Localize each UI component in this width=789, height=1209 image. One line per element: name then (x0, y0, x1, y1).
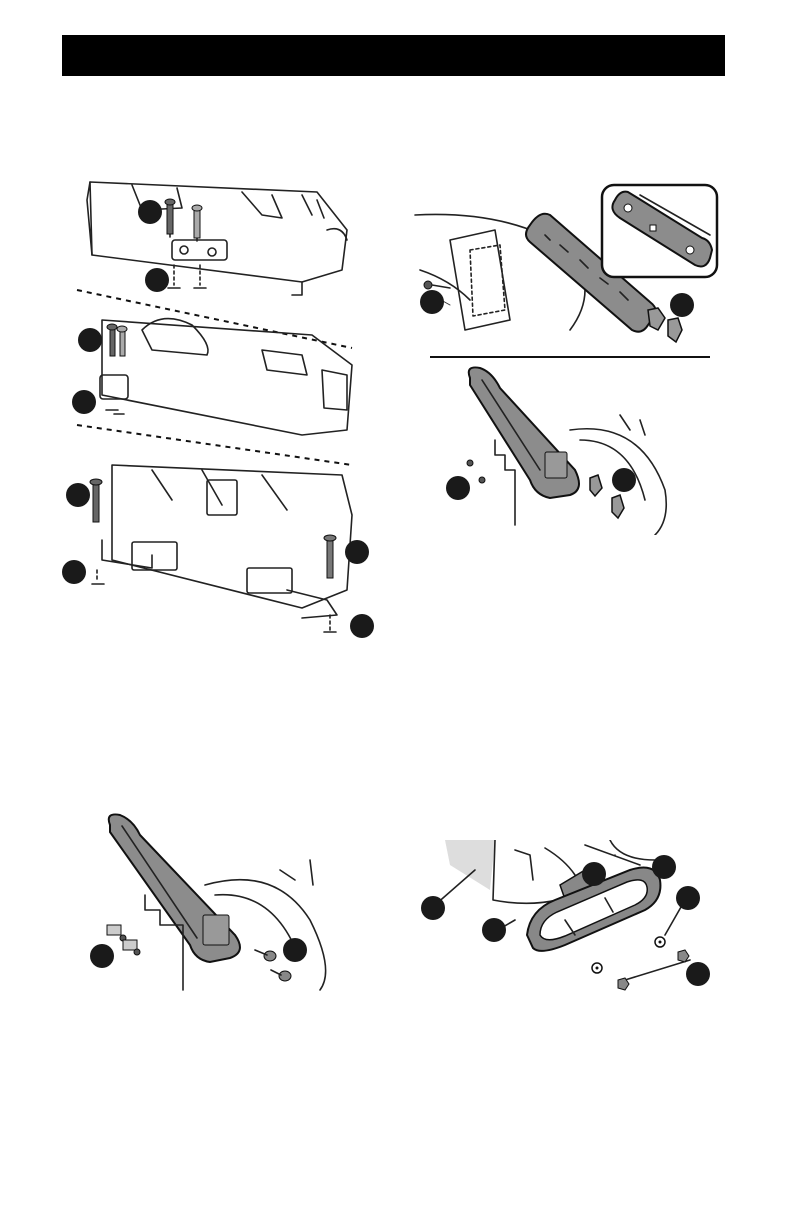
callout-marker (421, 896, 445, 920)
callout-marker (66, 483, 90, 507)
callout-marker (78, 328, 102, 352)
callout-marker (670, 293, 694, 317)
callout-marker (145, 268, 169, 292)
figure-handle-side (85, 810, 340, 995)
callout-marker (72, 390, 96, 414)
callout-marker (686, 962, 710, 986)
bolt-icon (324, 535, 336, 578)
screw-icon (165, 199, 175, 234)
section-divider (77, 425, 352, 465)
clip-icon (107, 925, 126, 941)
figure-panel-mount (415, 840, 715, 1000)
bolt-icon (90, 479, 102, 522)
page-header-bar (62, 35, 725, 76)
callout-marker (582, 862, 606, 886)
figure-handle-bracket-lower (440, 360, 680, 535)
callout-marker (345, 540, 369, 564)
wing-nut-icon (668, 318, 682, 342)
figure-cover-assembly (62, 170, 382, 645)
callout-marker (90, 944, 114, 968)
screw-icon (467, 460, 485, 483)
callout-marker (446, 476, 470, 500)
clip-icon (123, 940, 140, 955)
screw-icon (117, 326, 127, 356)
cover-middle-panel (100, 319, 352, 435)
callout-marker (652, 855, 676, 879)
callout-marker (283, 938, 307, 962)
washer-icon (655, 937, 665, 947)
callout-marker (612, 468, 636, 492)
handle-grip (469, 367, 579, 498)
washer-icon (592, 963, 602, 973)
callout-marker (420, 290, 444, 314)
screw-icon (107, 324, 117, 356)
cover-bottom-panel (90, 465, 352, 632)
section-divider (77, 290, 352, 348)
wing-nut-icon (590, 475, 602, 496)
callout-marker (676, 886, 700, 910)
cover-top-panel (87, 182, 347, 295)
bolt-icon (271, 970, 291, 981)
wing-nut-icon (648, 308, 665, 330)
callout-marker (482, 918, 506, 942)
callout-marker (138, 200, 162, 224)
screw-icon (192, 205, 202, 238)
callout-marker (62, 560, 86, 584)
callout-marker (350, 614, 374, 638)
wing-nut-icon (612, 495, 624, 518)
bolt-icon (255, 950, 276, 961)
figure-handle-bracket-upper (410, 180, 720, 360)
detail-inset (602, 185, 717, 277)
